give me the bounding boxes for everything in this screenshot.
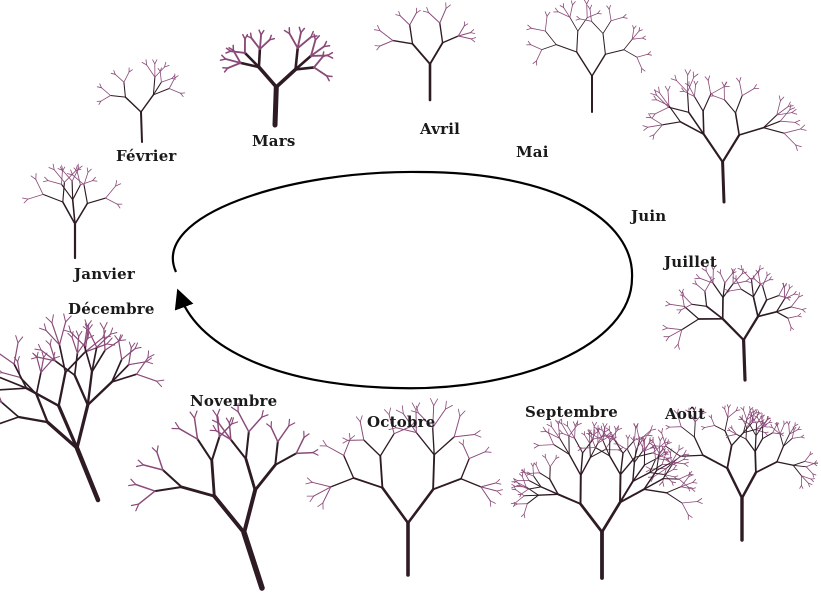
- cycle-arrow: [173, 172, 632, 388]
- tree-juillet: [663, 265, 807, 380]
- tree-fevrier: [97, 60, 185, 142]
- month-label-avril: Avril: [420, 120, 460, 138]
- month-label-septembre: Septembre: [525, 403, 618, 421]
- month-label-mars: Mars: [252, 132, 295, 150]
- tree-septembre: [511, 419, 702, 578]
- month-label-novembre: Novembre: [190, 392, 277, 410]
- month-label-fevrier: Février: [116, 147, 177, 165]
- tree-decembre: [0, 314, 164, 500]
- month-label-mai: Mai: [516, 143, 549, 161]
- month-label-janvier: Janvier: [74, 265, 135, 283]
- tree-juin: [643, 70, 806, 202]
- tree-novembre: [129, 404, 318, 588]
- tree-mai: [527, 0, 652, 112]
- month-label-aout: Août: [665, 405, 705, 423]
- tree-mars: [221, 27, 333, 125]
- tree-avril: [374, 3, 475, 100]
- month-label-juillet: Juillet: [664, 253, 717, 271]
- month-label-juin: Juin: [631, 207, 666, 225]
- month-label-decembre: Décembre: [68, 300, 155, 318]
- month-label-octobre: Octobre: [367, 413, 435, 431]
- tree-janvier: [22, 164, 122, 258]
- tree-aout: [646, 405, 818, 540]
